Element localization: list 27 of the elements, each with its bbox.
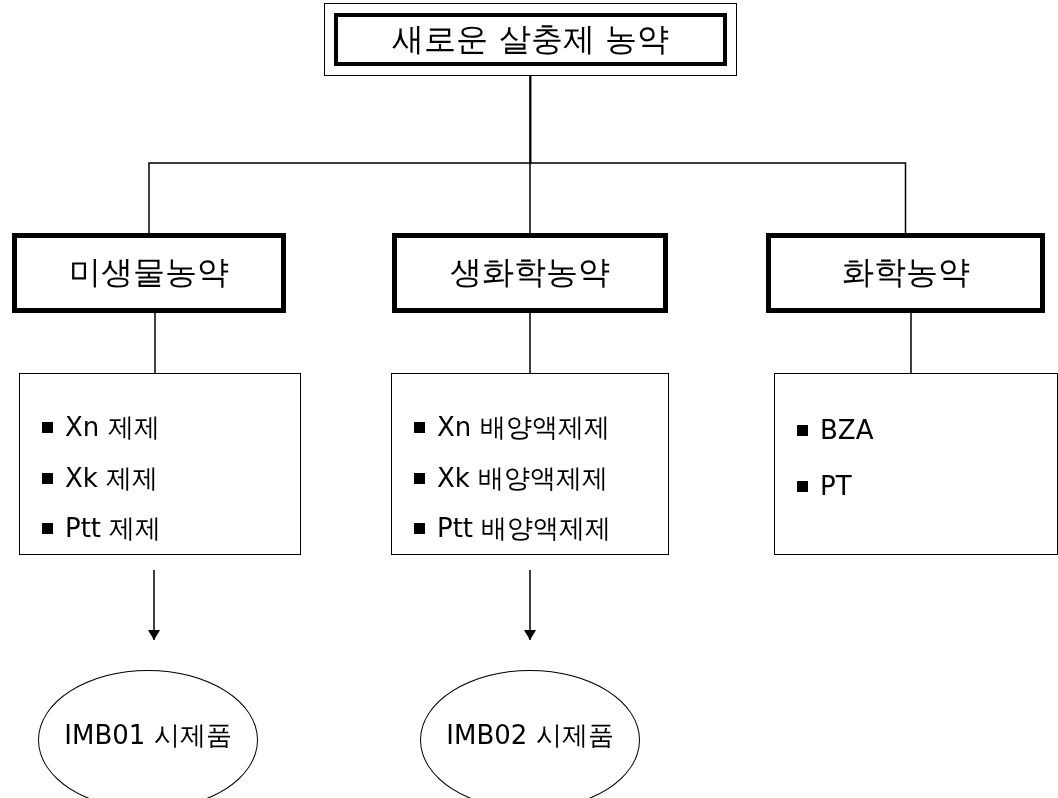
box-label: 생화학농약 xyxy=(450,252,610,293)
list-item: Xk 배양액제제 xyxy=(437,461,609,495)
connector-line xyxy=(529,312,531,374)
box-label: 화학농약 xyxy=(841,252,970,293)
list-item: Xn 제제 xyxy=(65,410,160,444)
box-label: 미생물농약 xyxy=(69,252,229,293)
list-item: BZA xyxy=(820,415,874,445)
list-item: Xn 배양액제제 xyxy=(437,410,610,444)
connector-line xyxy=(910,312,912,374)
connector-line xyxy=(529,75,907,234)
list-box xyxy=(391,373,669,555)
category-box xyxy=(766,233,1045,313)
list-item: PT xyxy=(820,471,852,501)
category-box xyxy=(12,233,286,313)
list-item: Ptt 제제 xyxy=(65,512,162,546)
arrow xyxy=(148,569,160,641)
list-item: Xk 제제 xyxy=(65,461,159,495)
product-label: IMB01 시제품 xyxy=(64,718,232,752)
connector-line xyxy=(529,75,531,234)
list-box xyxy=(774,373,1058,555)
category-box xyxy=(392,233,668,313)
connector-line xyxy=(154,312,156,374)
list-item: Ptt 배양액제제 xyxy=(437,512,612,546)
product-label: IMB02 시제품 xyxy=(446,718,614,752)
list-box xyxy=(19,373,301,555)
box-label: 새로운 살충제 농약 xyxy=(392,18,669,60)
arrow xyxy=(524,569,536,641)
